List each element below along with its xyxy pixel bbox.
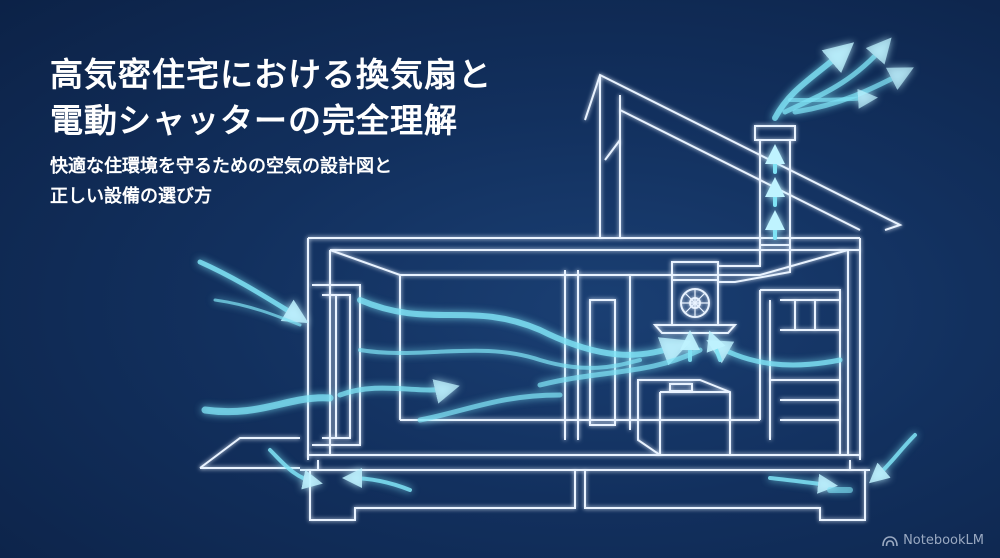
house-outline	[199, 73, 903, 521]
page-title: 高気密住宅における換気扇と 電動シャッターの完全理解	[50, 52, 492, 144]
page-subtitle: 快適な住環境を守るための空気の設計図と 正しい設備の選び方	[50, 152, 392, 212]
brand-watermark: NotebookLM	[882, 533, 984, 548]
subtitle-line-2: 正しい設備の選び方	[50, 186, 212, 207]
title-line-2: 電動シャッターの完全理解	[50, 101, 458, 140]
title-line-1: 高気密住宅における換気扇と	[50, 55, 492, 94]
subtitle-line-1: 快適な住環境を守るための空気の設計図と	[50, 156, 392, 177]
notebooklm-logo-icon	[882, 535, 898, 546]
airflow-streams	[197, 37, 917, 494]
brand-name: NotebookLM	[903, 533, 984, 548]
range-hood-fan	[652, 125, 796, 334]
